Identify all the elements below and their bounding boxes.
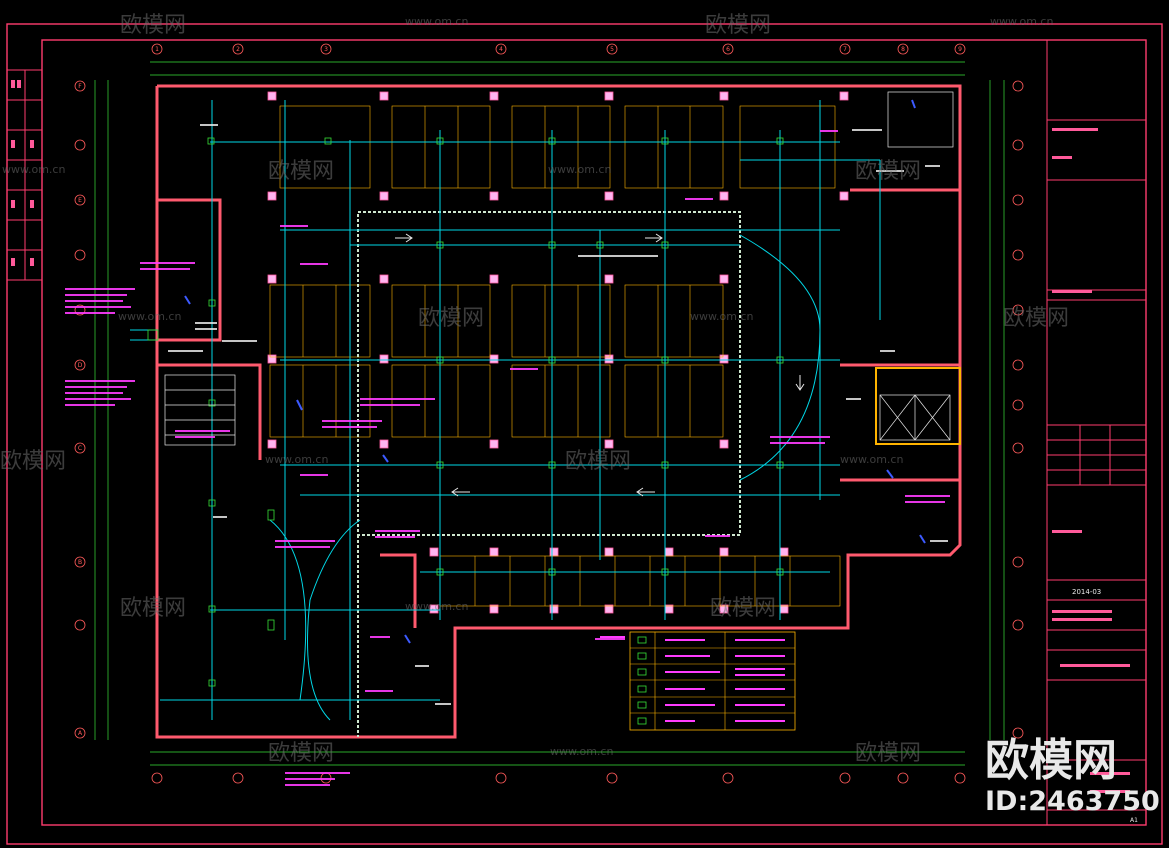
title-year: 2014-03	[1072, 588, 1101, 596]
axis-row-d: D	[78, 362, 83, 369]
watermark-site-1: www.om.cn	[405, 15, 468, 28]
equipment-symbols	[184, 99, 926, 644]
watermark-brand-5: 欧模网	[418, 306, 484, 331]
grid-axis-top: 1 2 3 4 5 6 7 8 9	[150, 43, 966, 76]
core-stairs-elevators	[164, 91, 954, 446]
axis-col-2: 2	[236, 46, 240, 53]
drawing-frame	[6, 23, 1163, 845]
grid-axis-sides: F E D C B A	[74, 80, 1024, 740]
axis-row-b: B	[78, 559, 82, 566]
title-sheet: A1	[1130, 817, 1138, 824]
axis-row-e: E	[78, 197, 82, 204]
axis-col-5: 5	[610, 46, 614, 53]
axis-col-3: 3	[324, 46, 328, 53]
watermark-brand-4: 欧模网	[855, 159, 921, 184]
watermark-brand-9: 欧模网	[120, 596, 186, 621]
title-block: 2014-03 A1	[1046, 40, 1146, 825]
watermark-brand-8: 欧模网	[565, 449, 631, 474]
watermark-brand-7: 欧模网	[0, 449, 66, 474]
watermark-site-7: www.om.cn	[265, 453, 328, 466]
watermark-id: ID:2463750	[985, 786, 1160, 817]
watermark-brand-large: 欧模网	[985, 735, 1117, 786]
watermark-brand-6: 欧模网	[1003, 306, 1069, 331]
watermark-site-8: www.om.cn	[840, 453, 903, 466]
watermark-site-2: www.om.cn	[990, 15, 1053, 28]
axis-col-1: 1	[155, 46, 159, 53]
axis-col-8: 8	[901, 46, 905, 53]
watermark-brand-1: 欧模网	[120, 13, 186, 38]
left-margin-legend	[7, 69, 42, 281]
ventilation-ducts	[130, 100, 881, 721]
watermarks: 欧模网 www.om.cn 欧模网 www.om.cn 欧模网 www.om.c…	[0, 13, 1160, 817]
fire-compartment-boundary	[357, 211, 741, 737]
annotation-notes	[65, 130, 950, 786]
axis-row-a: A	[78, 730, 83, 737]
watermark-brand-11: 欧模网	[268, 741, 334, 766]
axis-col-6: 6	[726, 46, 730, 53]
parking-bays	[269, 105, 841, 607]
axis-row-f: F	[78, 83, 82, 90]
grid-axis-bottom	[150, 751, 966, 784]
watermark-site-9: www.om.cn	[405, 600, 468, 613]
flow-arrows	[395, 233, 805, 497]
watermark-brand-10: 欧模网	[710, 596, 776, 621]
watermark-brand-12: 欧模网	[855, 741, 921, 766]
building-walls	[155, 84, 962, 739]
watermark-site-4: www.om.cn	[2, 163, 65, 176]
duct-diffusers	[147, 137, 784, 687]
watermark-site-6: www.om.cn	[118, 310, 181, 323]
axis-row-c: C	[78, 445, 82, 452]
watermark-site-10: www.om.cn	[550, 745, 613, 758]
room-labels	[168, 124, 948, 705]
axis-col-7: 7	[843, 46, 847, 53]
watermark-site-5: www.om.cn	[690, 310, 753, 323]
watermark-site-3: www.om.cn	[548, 163, 611, 176]
axis-col-4: 4	[499, 46, 503, 53]
axis-col-9: 9	[958, 46, 962, 53]
equipment-legend-table	[600, 631, 796, 731]
watermark-brand-2: 欧模网	[705, 13, 771, 38]
watermark-brand-3: 欧模网	[268, 159, 334, 184]
core-outline-yellow	[875, 367, 961, 445]
